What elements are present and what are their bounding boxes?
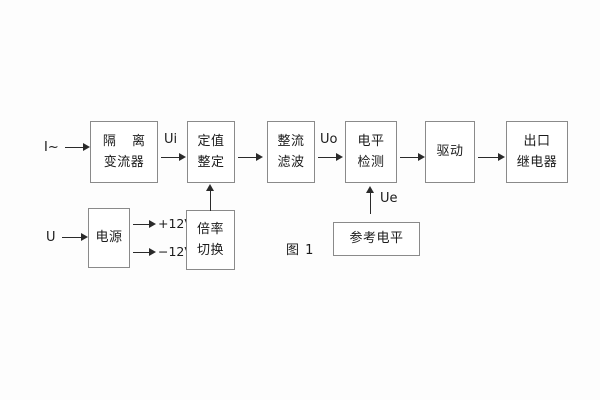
block-drive[interactable]: 驱动 (425, 121, 475, 183)
rail-positive-label: +12V (158, 216, 193, 231)
arrowhead-isolation-to-setting (179, 153, 186, 161)
arrowhead-setting-to-rectify (256, 153, 263, 161)
block-setting-line1: 定值 (197, 133, 225, 149)
block-rectify-filter-line2: 滤波 (277, 155, 305, 170)
block-multiplier-switch-line2: 切换 (196, 243, 224, 258)
arrowhead-level-to-drive (418, 153, 425, 161)
arrowhead-current-to-isolation (83, 143, 90, 151)
connector-rail-positive (133, 224, 149, 225)
arrowhead-reference-to-level (366, 186, 374, 193)
block-power-supply-line1: 电源 (95, 230, 123, 246)
block-isolation-ct-line2: 变流器 (103, 155, 145, 170)
block-level-detect-line1: 电平 (357, 133, 385, 149)
arrowhead-drive-to-relay (498, 153, 505, 161)
block-isolation-ct[interactable]: 隔 离 变流器 (90, 121, 158, 183)
block-level-detect[interactable]: 电平 检测 (345, 121, 397, 183)
block-drive-line1: 驱动 (436, 144, 464, 160)
input-voltage-label: U (46, 230, 56, 245)
block-reference-level[interactable]: 参考电平 (333, 222, 420, 256)
block-reference-level-line1: 参考电平 (349, 231, 404, 247)
connector-drive-to-relay (478, 157, 498, 158)
connector-isolation-to-setting (161, 157, 179, 158)
connector-level-to-drive (400, 157, 418, 158)
arrowhead-voltage-to-power (81, 233, 88, 241)
input-current-label: I~ (44, 140, 59, 155)
block-power-supply[interactable]: 电源 (88, 208, 130, 268)
signal-ui-label: Ui (164, 132, 178, 147)
block-output-relay-line2: 继电器 (516, 155, 558, 170)
rail-negative-label: −12V (158, 244, 193, 259)
arrowhead-rail-positive (149, 220, 156, 228)
connector-reference-to-level (370, 192, 371, 214)
block-rectify-filter-line1: 整流 (277, 133, 305, 149)
connector-setting-to-rectify (238, 157, 256, 158)
connector-multiplier-to-setting (210, 190, 211, 211)
block-isolation-ct-line1: 隔 离 (102, 133, 152, 149)
arrowhead-rectify-to-level (336, 153, 343, 161)
block-setting-line2: 整定 (197, 155, 225, 170)
figure-caption: 图 1 (286, 243, 315, 258)
block-rectify-filter[interactable]: 整流 滤波 (267, 121, 315, 183)
block-setting[interactable]: 定值 整定 (187, 121, 235, 183)
connector-voltage-to-power (62, 237, 81, 238)
block-output-relay[interactable]: 出口 继电器 (506, 121, 568, 183)
signal-uo-label: Uo (320, 132, 338, 147)
block-level-detect-line2: 检测 (357, 155, 385, 170)
connector-current-to-isolation (65, 147, 83, 148)
block-multiplier-switch-line1: 倍率 (196, 221, 224, 237)
connector-rail-negative (133, 252, 149, 253)
connector-rectify-to-level (318, 157, 336, 158)
block-output-relay-line1: 出口 (523, 133, 551, 149)
block-multiplier-switch[interactable]: 倍率 切换 (186, 210, 235, 270)
arrowhead-rail-negative (149, 248, 156, 256)
signal-ue-label: Ue (380, 191, 398, 206)
arrowhead-multiplier-to-setting (206, 184, 214, 191)
